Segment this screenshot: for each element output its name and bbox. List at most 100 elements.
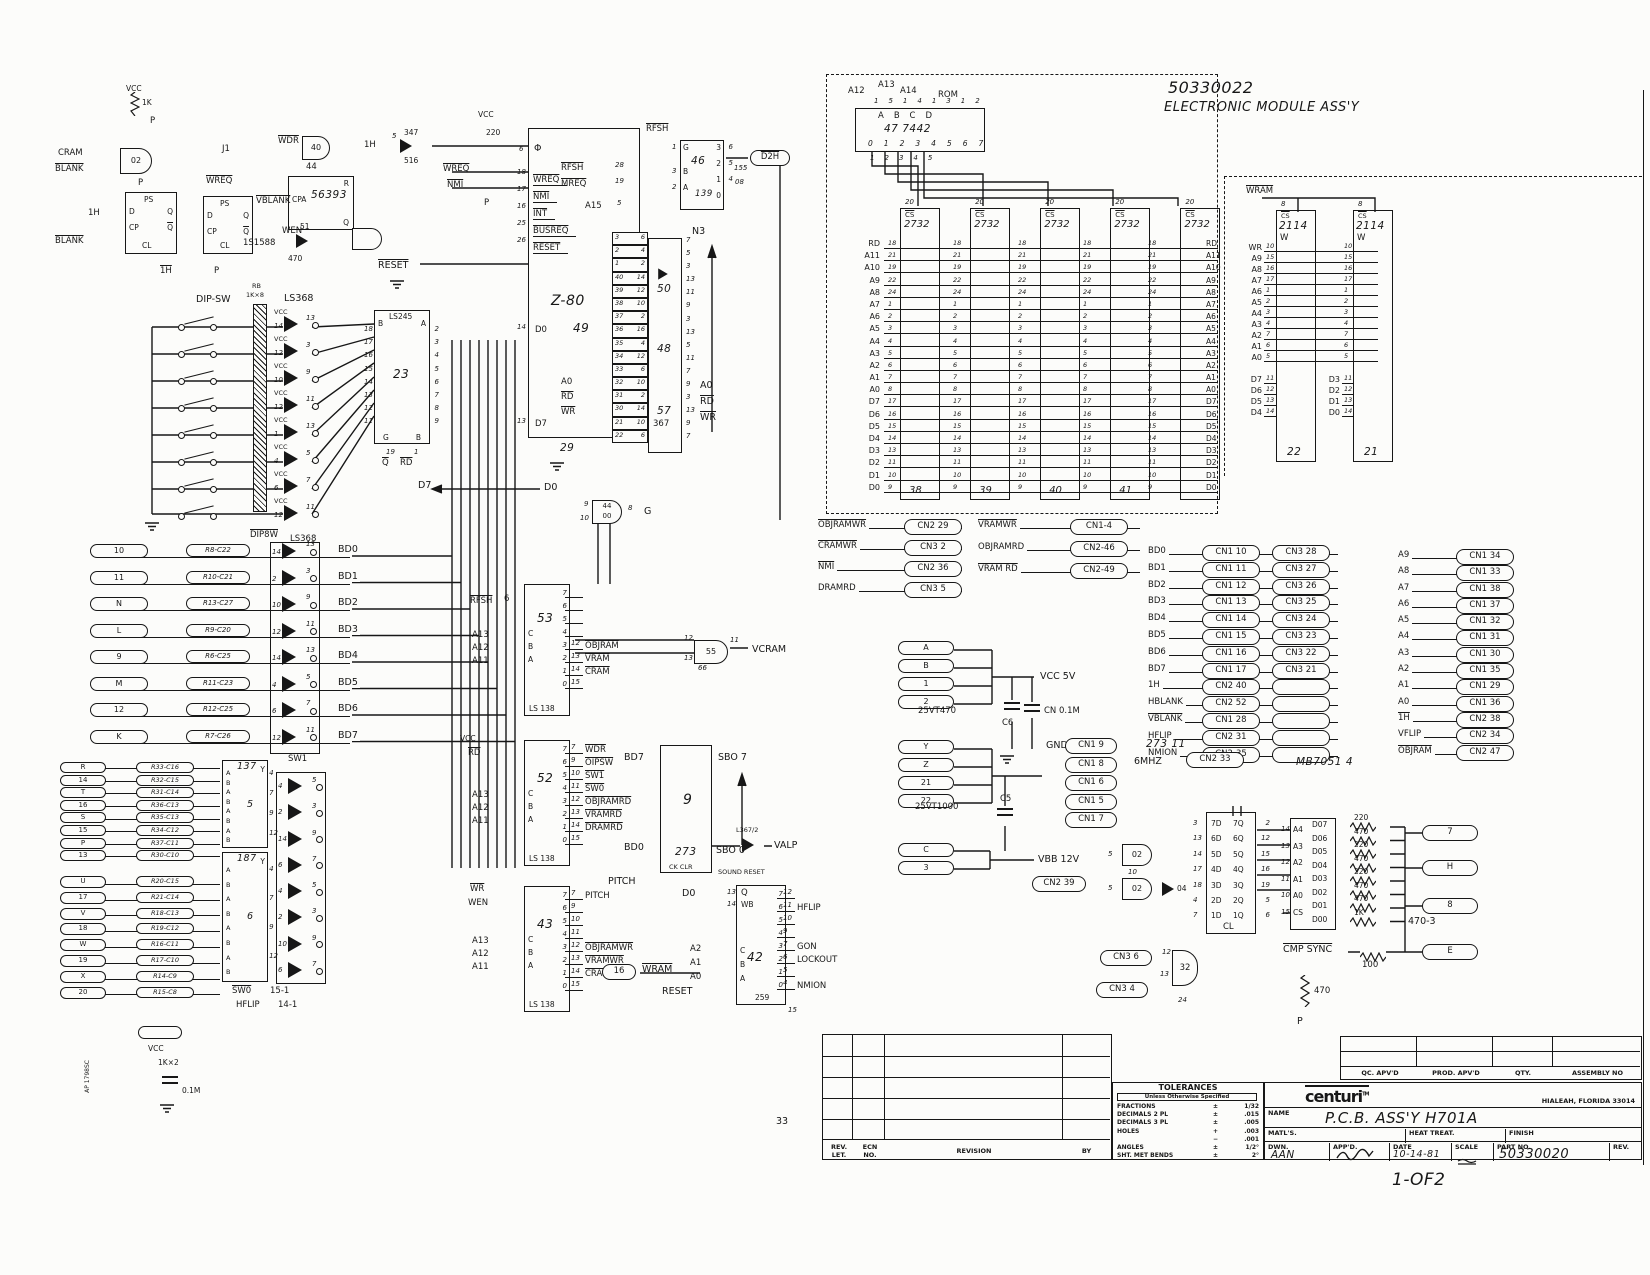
c-label: C (528, 629, 534, 638)
signal-label: A5 (869, 324, 880, 334)
rc-filter: R21-C14 (136, 891, 194, 903)
pin-number: 2 (672, 183, 677, 191)
gate-ref: 02 (130, 156, 142, 165)
pin-number: 12 (571, 941, 580, 949)
pin-number: 11 (1344, 374, 1353, 382)
pin-number: 10 (636, 298, 645, 307)
d-input: 3D (1211, 880, 1222, 890)
pin-number: 9 (584, 500, 589, 508)
control-signal: WREQ (533, 175, 568, 186)
pin-number: 7 (571, 889, 576, 897)
conn-row: A3 CN1 30 (1398, 646, 1520, 664)
pin-number: 14 (274, 322, 283, 330)
signal-label-right: A9 (1206, 275, 1216, 285)
pin-number: 33 (615, 364, 624, 373)
wire (565, 938, 583, 939)
pin-number: 13 (1148, 446, 1157, 455)
edge-pad: 22 (898, 794, 954, 808)
resistor-icon (1350, 876, 1376, 886)
pin-number: 7 (1266, 330, 1271, 338)
out-number: 6 (562, 904, 567, 912)
by-header: BY (1081, 1147, 1092, 1155)
connector-pin: CN1 34 (1456, 549, 1514, 565)
input-group-2: R R33-C16 14 R32-C15 T R31-C14 16 R36-C1… (60, 762, 220, 863)
valp-label: VALP (774, 840, 798, 851)
dwn-label: DWN. (1268, 1143, 1289, 1151)
ref-designator: 38 (909, 485, 922, 496)
d-input: 2D (1211, 895, 1222, 905)
conn-row: A1 CN1 29 (1398, 679, 1520, 696)
resistor-icon (1350, 903, 1376, 913)
cmp-sync: CMP SYNC (1283, 944, 1333, 955)
pin-number: 15 (1266, 253, 1275, 261)
wdr-label: WDR (278, 136, 299, 146)
pin-number: 12 (269, 829, 278, 837)
signal-label: 1H (1148, 680, 1163, 691)
pin-number: 2 (884, 154, 899, 162)
decoder-out: 114CRAMWR (525, 967, 624, 982)
pin-number: 6 (272, 707, 277, 715)
pin-number: 12 (272, 627, 281, 636)
signal-label: D6 (1250, 386, 1262, 395)
rc-filter: R19-C12 (136, 923, 194, 935)
ram-region-border (1224, 176, 1642, 476)
pin-number: 12 (1266, 385, 1275, 393)
ram-row: A2 7 7 (1238, 330, 1408, 343)
ref-designator: 9 (683, 792, 693, 808)
pin-number: 7 (306, 699, 311, 707)
y-label: Y (260, 765, 265, 774)
signal-label: BD2 (1148, 579, 1169, 590)
pin-number: 14 (1193, 849, 1202, 858)
pin-number: 16 (888, 409, 897, 418)
pin-number: 34 (615, 351, 624, 360)
pin-number: 14 (888, 434, 897, 442)
connector-pin: CN2-46 (1070, 541, 1128, 557)
pin-number: 7 (434, 390, 439, 399)
pin-number: 10 (1281, 891, 1290, 899)
qbar-label: Q (243, 227, 249, 236)
valp-buf-ref: L367/2 (736, 826, 759, 834)
data-output: D03 (1312, 874, 1328, 883)
signal-label: OBJRAM (585, 641, 619, 651)
mreq-pin: MREQ (561, 179, 587, 189)
pin-number: 13 (888, 446, 897, 455)
wire (565, 844, 583, 845)
pin-number: 4 (1266, 319, 1271, 327)
ram-row: WR 10 10 (1238, 242, 1408, 255)
gate-ref: 00 (602, 512, 612, 520)
conn-row: OBJRAMWR CN2 29 (818, 519, 970, 541)
eprom-row: RD 18 18 18 18 18 RD (840, 239, 1230, 252)
cs-pin: 20 (905, 198, 914, 206)
signal-label: A9 (1398, 550, 1413, 560)
part-number: LS245 (389, 312, 413, 321)
prom-outputs: D07 220 D06 470 D05 220 D04 470 D03 220 … (1312, 813, 1412, 928)
edge-pad: 20 (60, 986, 106, 999)
pin-number: 10 (888, 470, 897, 479)
a13-label: A13 (472, 790, 489, 800)
pin-number: 3 (1018, 324, 1023, 333)
rev-label: REV. (1609, 1143, 1629, 1161)
wire (1264, 317, 1378, 318)
wreq-label: WREQ (206, 176, 233, 186)
buffer-icon (284, 316, 319, 332)
flipflop-2: PS D CP CL Q Q (203, 196, 253, 254)
tol-sign: + (1213, 1127, 1219, 1135)
signal-label: VRAMWR (978, 520, 1020, 530)
wr-label: WR (470, 884, 485, 894)
signal-label: HFLIP (1148, 730, 1175, 741)
out-number: 3 (716, 143, 721, 152)
conn-row: BD6 CN1 16 CN3 22 (1148, 645, 1346, 664)
part-number: 259 (755, 993, 770, 1002)
rfsh-top: RFSH (646, 124, 669, 134)
edge-pad: 1 (898, 677, 954, 691)
ground-icon (145, 516, 159, 535)
rc-filter: R6-C25 (186, 650, 250, 663)
